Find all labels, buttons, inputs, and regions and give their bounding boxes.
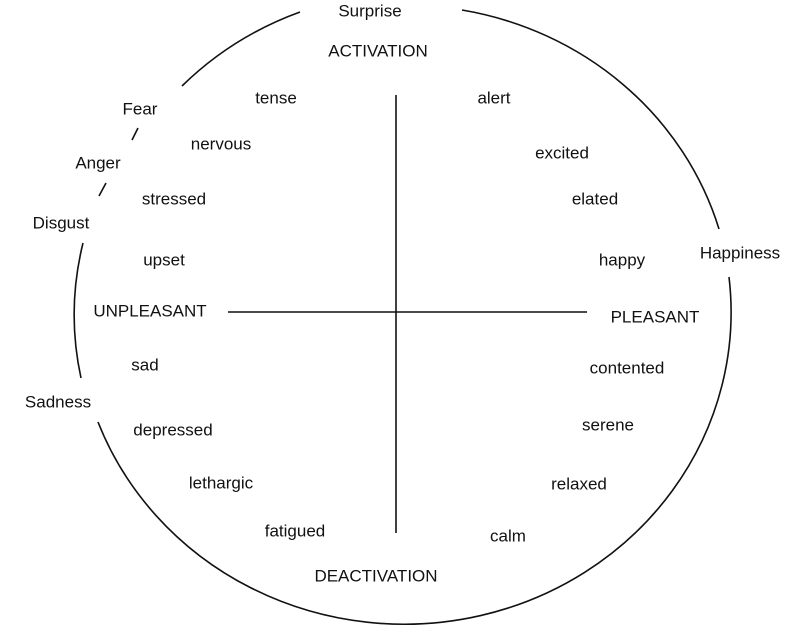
emotion-fear: Fear (123, 99, 158, 118)
word-upset: upset (143, 250, 185, 269)
word-stressed: stressed (142, 189, 206, 208)
emotion-surprise: Surprise (338, 1, 401, 20)
word-alert: alert (477, 88, 510, 107)
dash-fear-anger (131, 127, 139, 141)
word-lethargic: lethargic (189, 473, 254, 492)
dash-anger-disgust (98, 182, 107, 197)
arc-bottom (97, 276, 732, 625)
arc-top-left (181, 11, 301, 87)
word-nervous: nervous (191, 134, 251, 153)
word-sad: sad (131, 355, 158, 374)
word-contented: contented (590, 358, 665, 377)
axis-label-pleasant: PLEASANT (611, 307, 700, 326)
word-depressed: depressed (133, 420, 212, 439)
emotion-anger: Anger (75, 153, 121, 172)
word-calm: calm (490, 526, 526, 545)
word-tense: tense (255, 88, 297, 107)
word-fatigued: fatigued (265, 521, 326, 540)
word-excited: excited (535, 143, 589, 162)
word-happy: happy (599, 250, 646, 269)
word-serene: serene (582, 415, 634, 434)
arc-top-right (461, 9, 720, 230)
word-elated: elated (572, 189, 618, 208)
emotion-disgust: Disgust (33, 213, 90, 232)
circle-outline (73, 9, 732, 625)
axis-label-activation: ACTIVATION (328, 41, 428, 60)
axis-label-unpleasant: UNPLEASANT (93, 301, 206, 320)
emotion-sadness: Sadness (25, 392, 91, 411)
axis-label-deactivation: DEACTIVATION (314, 566, 437, 585)
emotion-happiness: Happiness (700, 243, 780, 262)
word-relaxed: relaxed (551, 474, 607, 493)
arc-left (73, 242, 84, 379)
